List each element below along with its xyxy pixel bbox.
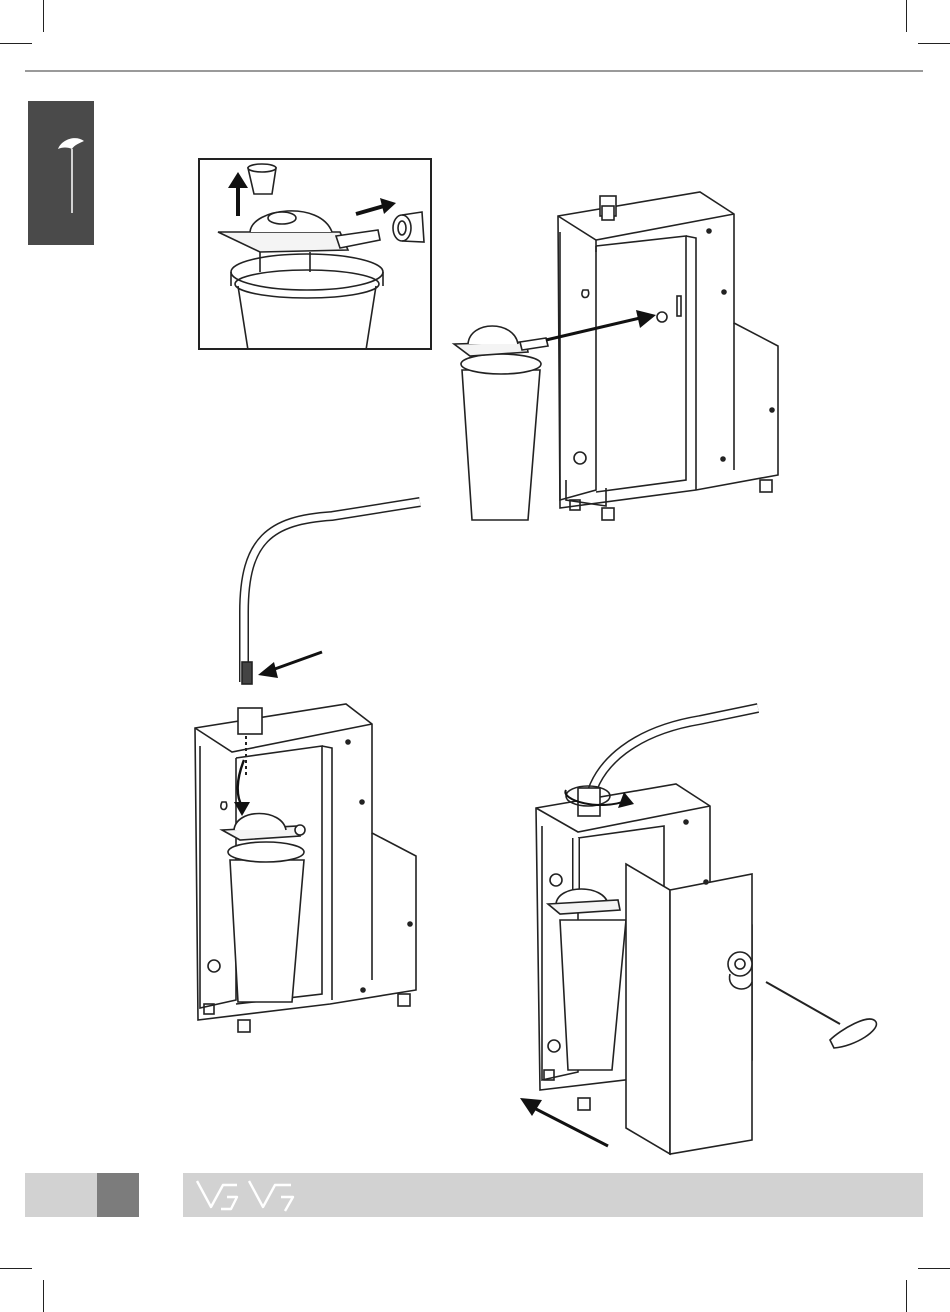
door-closing-step — [536, 708, 876, 1154]
footer-band-right — [183, 1173, 923, 1217]
hose-connection-step — [195, 502, 420, 1032]
footer-band-left — [25, 1173, 97, 1217]
vs-v7-logo-icon — [193, 1177, 313, 1213]
filter-mounting-step — [454, 192, 778, 520]
footer-page-block — [97, 1173, 139, 1217]
